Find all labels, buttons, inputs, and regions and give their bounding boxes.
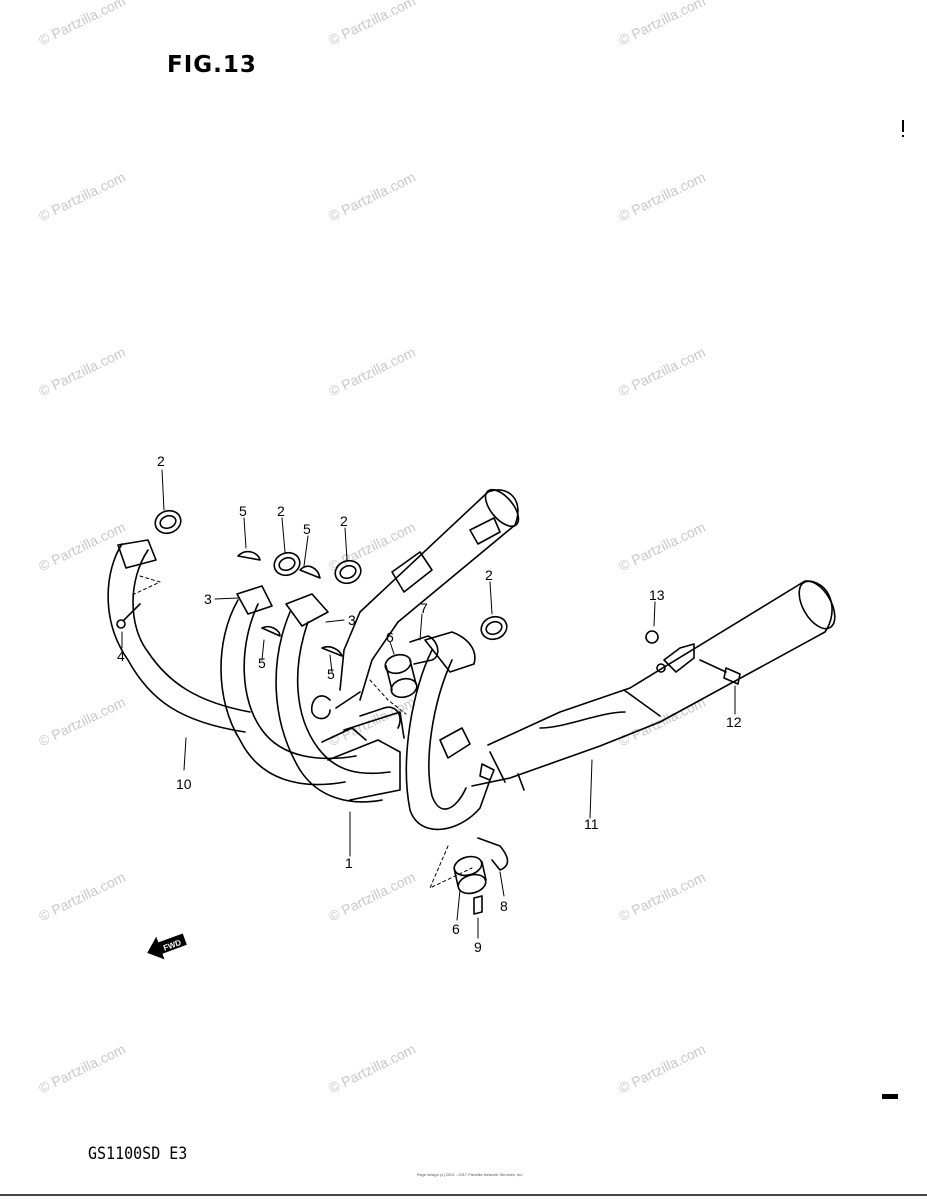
- copyright-note: Page design (c) 2001 - 2017 Partzilla Ne…: [416, 1172, 524, 1177]
- callout-5: 5: [239, 503, 247, 519]
- callout-11: 11: [584, 816, 599, 832]
- callout-5: 5: [327, 666, 335, 682]
- callout-2: 2: [340, 513, 348, 529]
- callout-labels: 2 5 2 5 2 2 3 3 7 6 4 5 5 13 12 10 11 1 …: [117, 453, 742, 955]
- callout-8: 8: [500, 898, 508, 914]
- model-code: GS1100SD E3: [88, 1142, 188, 1164]
- callout-2: 2: [277, 503, 285, 519]
- callout-1: 1: [345, 855, 353, 871]
- callout-6: 6: [452, 921, 460, 937]
- callout-2: 2: [485, 567, 493, 583]
- left-muffler: [339, 488, 520, 701]
- callout-10: 10: [176, 776, 192, 792]
- callout-4: 4: [117, 648, 125, 664]
- callout-2: 2: [157, 453, 165, 469]
- edge-dash-mark: [882, 1094, 898, 1099]
- callout-3: 3: [348, 612, 356, 628]
- exhaust-pipe-11: [310, 631, 491, 831]
- callout-13: 13: [649, 587, 665, 603]
- figure-title: FIG.13: [167, 52, 257, 78]
- exhaust-pipe-10: [107, 539, 251, 733]
- callout-9: 9: [474, 939, 482, 955]
- exhaust-pipes-center: [220, 585, 405, 803]
- callout-6: 6: [386, 629, 394, 645]
- callout-5: 5: [303, 521, 311, 537]
- edge-tick-mark: [902, 120, 904, 132]
- leader-lines: [121, 469, 736, 939]
- callout-3: 3: [204, 591, 212, 607]
- bottom-rule: [0, 1194, 927, 1196]
- gaskets: [154, 509, 508, 641]
- right-muffler: [471, 580, 836, 791]
- guide-lines: [129, 575, 473, 889]
- edge-tick-mark: [902, 135, 904, 137]
- pipe-joints: [384, 635, 509, 915]
- callout-7: 7: [420, 600, 428, 616]
- retainers: [237, 550, 343, 657]
- right-muffler-bracket: [645, 630, 741, 685]
- callout-5: 5: [258, 655, 266, 671]
- callout-12: 12: [726, 714, 742, 730]
- fwd-arrow-icon: FWD: [147, 933, 187, 960]
